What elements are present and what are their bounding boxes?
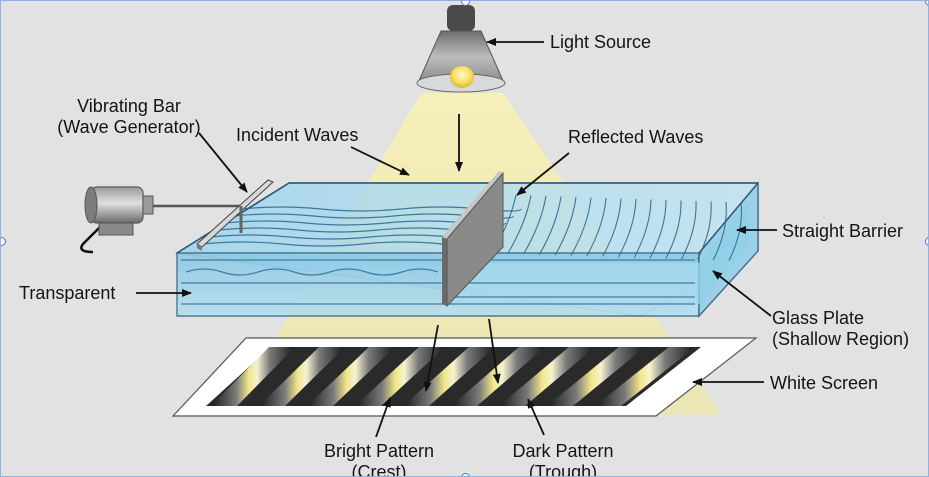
dark-pattern-label-line1: Dark Pattern bbox=[512, 441, 614, 461]
reflected-wave-front bbox=[681, 200, 697, 260]
white-screen-label: White Screen bbox=[770, 373, 879, 393]
annotation-arrows bbox=[136, 38, 777, 438]
incident-waves-label: Incident Waves bbox=[236, 125, 359, 145]
selection-handle-right[interactable] bbox=[925, 237, 928, 246]
bright-pattern-label: Bright Pattern (Crest) bbox=[301, 441, 457, 477]
glass-plate-label-line1: Glass Plate bbox=[772, 308, 865, 328]
bright-pattern-label-line1: Bright Pattern bbox=[323, 441, 435, 461]
fringe-band bbox=[595, 347, 695, 406]
fringe-band bbox=[307, 347, 395, 406]
selection-handle-left[interactable] bbox=[1, 237, 6, 246]
lamp bbox=[416, 5, 506, 93]
white-screen bbox=[171, 337, 758, 417]
vibrating-bar-label-line1: Vibrating Bar bbox=[77, 96, 181, 116]
vibrating-bar bbox=[151, 179, 274, 251]
fringe-band bbox=[355, 347, 445, 406]
straight-barrier-label: Straight Barrier bbox=[782, 221, 904, 241]
vibrating-bar-label-line2: (Wave Generator) bbox=[57, 117, 201, 137]
transparent-label: Transparent bbox=[19, 283, 116, 303]
reflected-wave-front bbox=[523, 195, 547, 255]
straight-barrier bbox=[442, 171, 504, 308]
light-source-label: Light Source bbox=[550, 32, 652, 52]
motor bbox=[80, 186, 154, 254]
fringe-band bbox=[259, 347, 345, 406]
glass-plate-label-line2: (Shallow Region) bbox=[772, 329, 910, 349]
reflected-wave-front bbox=[712, 201, 727, 261]
selection-handle-bottom[interactable] bbox=[461, 473, 470, 476]
fringe-band bbox=[211, 347, 295, 406]
reflected-wave-front bbox=[602, 198, 622, 257]
reflected-wave-front bbox=[507, 195, 532, 254]
reflected-wave-front bbox=[665, 200, 682, 259]
reflected-wave-front bbox=[633, 199, 652, 258]
reflected-wave-front bbox=[570, 197, 592, 256]
reflected-wave-front bbox=[586, 197, 607, 257]
selection-handle-top-right[interactable] bbox=[925, 1, 928, 6]
dark-pattern-label: Dark Pattern (Trough) bbox=[493, 441, 633, 477]
fringe-band bbox=[499, 347, 595, 406]
glass-plate-label: Glass Plate (Shallow Region) bbox=[772, 308, 909, 350]
reflected-wave-front bbox=[649, 199, 667, 259]
dark-pattern-label-line2: (Trough) bbox=[528, 462, 598, 477]
reflected-wave-front bbox=[617, 198, 637, 258]
reflected-wave-front bbox=[696, 201, 712, 260]
vibrating-bar-label: Vibrating Bar (Wave Generator) bbox=[31, 96, 227, 138]
bright-pattern-label-line2: (Crest) bbox=[351, 462, 407, 477]
selection-handle-top[interactable] bbox=[461, 1, 470, 6]
reflected-wave-front bbox=[538, 196, 562, 255]
reflected-wave-front bbox=[554, 196, 577, 256]
reflected-waves-label: Reflected Waves bbox=[568, 127, 704, 147]
fringe-band bbox=[547, 347, 645, 406]
